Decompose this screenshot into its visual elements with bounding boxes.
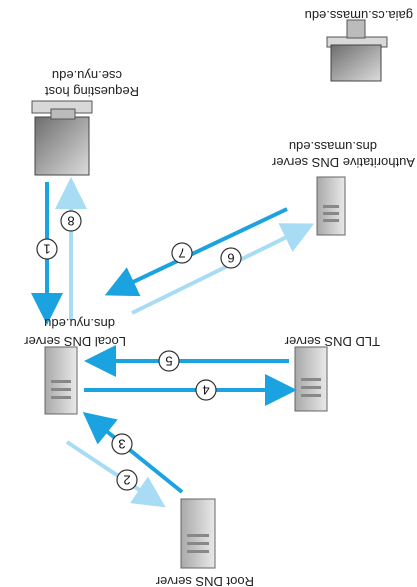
- target-host-computer-icon: [326, 19, 388, 82]
- step-badge-6: 6: [220, 247, 242, 269]
- requesting-host-computer-icon: [31, 100, 93, 176]
- arrow-step-3: [82, 411, 184, 494]
- step-badge-1: 1: [36, 238, 58, 260]
- requesting-host-title: Requesting host: [45, 84, 139, 99]
- step-badge-2: 2: [116, 469, 138, 491]
- step-badge-7: 7: [171, 242, 193, 264]
- tld-dns-server-icon: [294, 346, 328, 412]
- svg-text:1: 1: [43, 242, 50, 257]
- svg-text:5: 5: [165, 354, 172, 369]
- authoritative-dns-host: dns.umass.edu: [289, 139, 377, 154]
- arrow-step-6: [131, 223, 315, 315]
- arrow-step-7: [104, 207, 288, 297]
- step-badge-3: 3: [111, 433, 133, 455]
- authoritative-dns-title: Authoritative DNS server: [271, 155, 415, 170]
- target-host-name: gaia.cs.umass.edu: [305, 8, 413, 23]
- local-dns-host: dns.nyu.edu: [44, 316, 115, 331]
- authoritative-dns-server-icon: [316, 176, 346, 236]
- step-badge-5: 5: [158, 350, 180, 372]
- svg-text:3: 3: [118, 437, 125, 452]
- svg-text:2: 2: [123, 473, 130, 488]
- arrow-step-2: [65, 440, 166, 508]
- root-dns-server-icon: [180, 498, 216, 569]
- svg-text:4: 4: [202, 383, 209, 398]
- requesting-host-name: cse.nyu.edu: [52, 68, 122, 83]
- svg-text:8: 8: [67, 214, 74, 229]
- step-badge-4: 4: [195, 379, 217, 401]
- svg-text:6: 6: [227, 251, 234, 266]
- local-dns-title: Local DNS server: [23, 334, 126, 349]
- local-dns-server-icon: [44, 346, 78, 415]
- step-badge-8: 8: [60, 210, 82, 232]
- root-dns-title: Root DNS server: [155, 574, 254, 587]
- svg-text:7: 7: [178, 246, 185, 261]
- tld-dns-title: TLD DNS server: [284, 334, 380, 349]
